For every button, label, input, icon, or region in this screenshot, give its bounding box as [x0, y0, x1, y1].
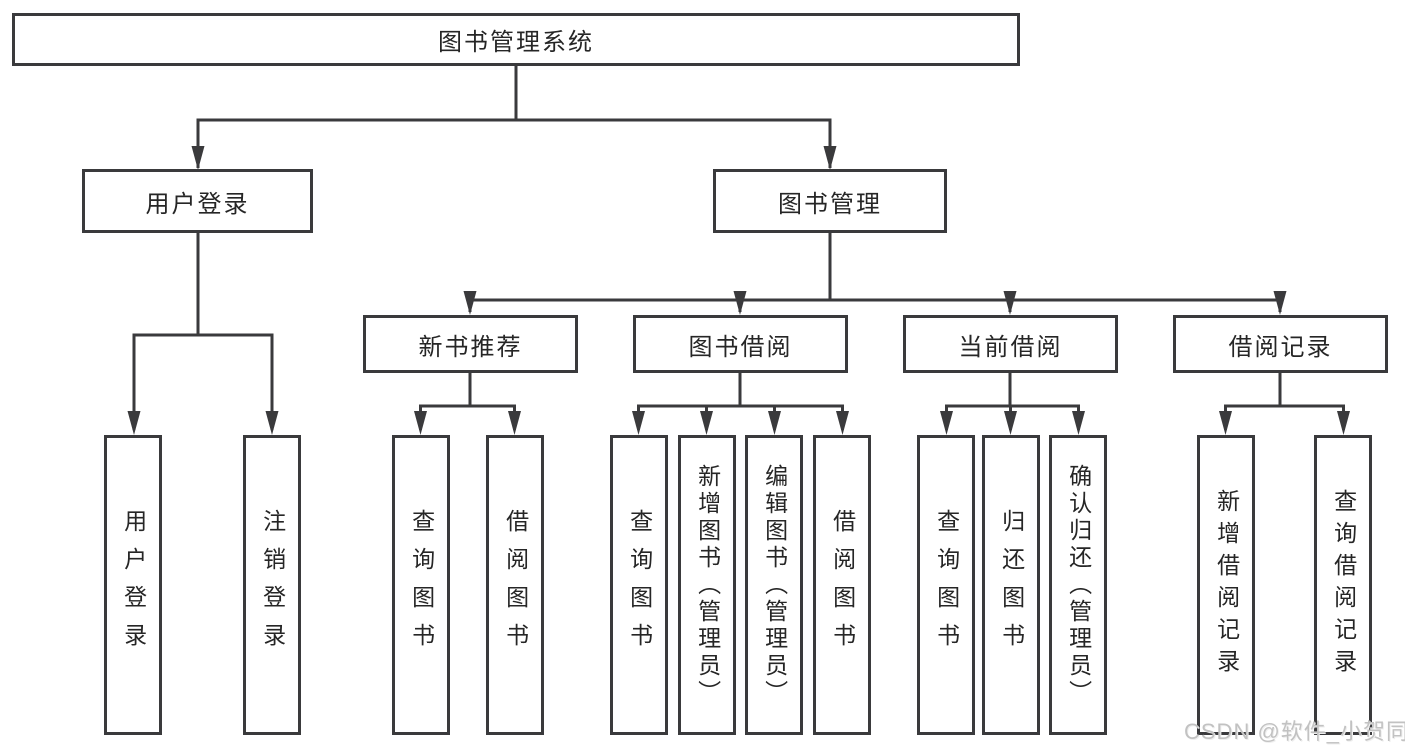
node-borrowing-records: 借阅记录: [1173, 315, 1388, 373]
node-book-borrowing: 图书借阅: [633, 315, 848, 373]
leaf-query-books-1-label: 查询图书: [408, 509, 435, 661]
leaf-logout: 注销登录: [243, 435, 301, 735]
leaf-edit-book-admin: 编辑图书（管理员）: [745, 435, 803, 735]
leaf-query-books-3: 查询图书: [917, 435, 975, 735]
leaf-query-borrow-record-label: 查询借阅记录: [1330, 489, 1357, 681]
leaf-confirm-return-admin-label: 确认归还（管理员）: [1065, 463, 1092, 707]
node-new-book-recommend: 新书推荐: [363, 315, 578, 373]
leaf-add-book-admin-label: 新增图书（管理员）: [694, 463, 721, 707]
node-root: 图书管理系统: [12, 13, 1020, 66]
leaf-edit-book-admin-label: 编辑图书（管理员）: [761, 463, 788, 707]
leaf-user-login-label: 用户登录: [120, 509, 147, 661]
connector-path: [132, 65, 1345, 430]
node-new-book-recommend-label: 新书推荐: [418, 333, 523, 361]
leaf-confirm-return-admin: 确认归还（管理员）: [1049, 435, 1107, 735]
node-book-borrowing-label: 图书借阅: [688, 333, 793, 361]
leaf-query-books-3-label: 查询图书: [933, 509, 960, 661]
node-user-login-label: 用户登录: [145, 190, 250, 218]
node-borrowing-records-label: 借阅记录: [1228, 333, 1333, 361]
leaf-add-borrow-record: 新增借阅记录: [1197, 435, 1255, 735]
leaf-query-books-2-label: 查询图书: [626, 509, 653, 661]
leaf-user-login: 用户登录: [104, 435, 162, 735]
node-book-management-label: 图书管理: [778, 190, 882, 218]
leaf-query-borrow-record: 查询借阅记录: [1314, 435, 1372, 735]
leaf-borrow-books-1-label: 借阅图书: [502, 509, 529, 661]
leaf-borrow-books-2: 借阅图书: [813, 435, 871, 735]
leaf-query-books-1: 查询图书: [392, 435, 450, 735]
leaf-return-books: 归还图书: [982, 435, 1040, 735]
node-root-label: 图书管理系统: [438, 29, 594, 56]
leaf-add-borrow-record-label: 新增借阅记录: [1213, 489, 1240, 681]
leaf-logout-label: 注销登录: [259, 509, 286, 661]
leaf-borrow-books-2-label: 借阅图书: [829, 509, 856, 661]
node-user-login: 用户登录: [82, 169, 313, 233]
leaf-borrow-books-1: 借阅图书: [486, 435, 544, 735]
node-current-borrowing-label: 当前借阅: [958, 333, 1063, 361]
leaf-return-books-label: 归还图书: [998, 509, 1025, 661]
leaf-add-book-admin: 新增图书（管理员）: [678, 435, 736, 735]
arrowhead-icons: [127, 146, 1350, 435]
node-book-management: 图书管理: [713, 169, 947, 233]
node-current-borrowing: 当前借阅: [903, 315, 1118, 373]
csdn-watermark: CSDN @软件_小贺同学: [1184, 719, 1405, 744]
leaf-query-books-2: 查询图书: [610, 435, 668, 735]
